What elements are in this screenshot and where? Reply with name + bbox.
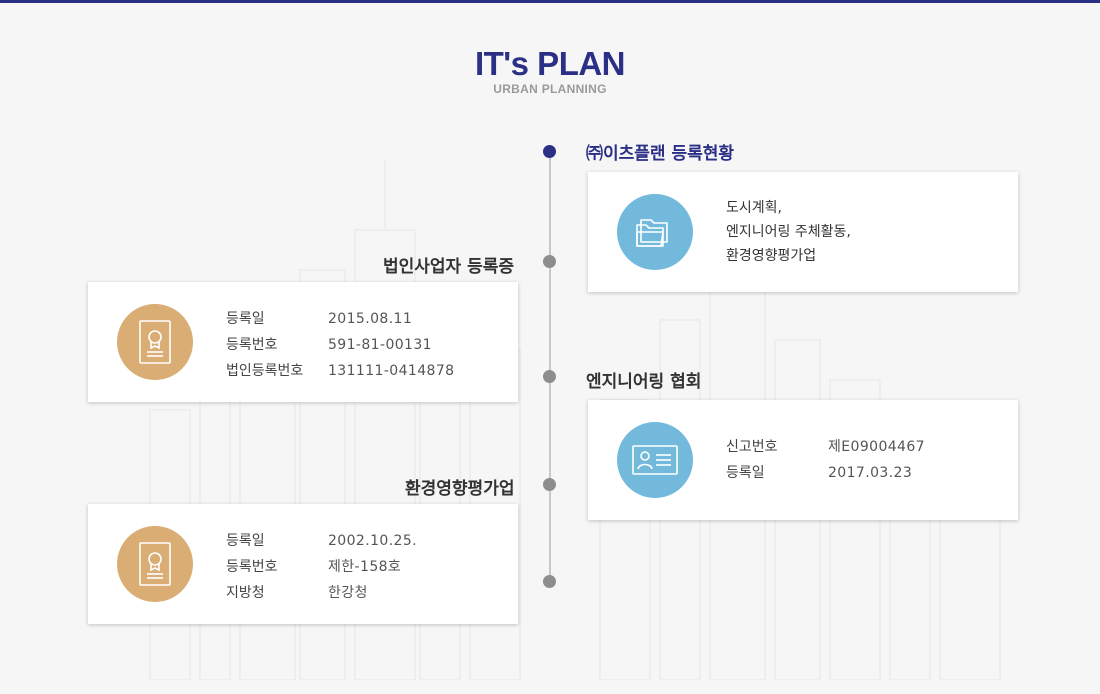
- timeline-dot-company: [543, 145, 556, 158]
- certificate-icon-badge: [117, 526, 193, 602]
- engineering-card: 신고번호 제E09004467 등록일 2017.03.23: [588, 400, 1018, 520]
- detail-label: 등록일: [226, 311, 265, 327]
- detail-value: 제한-158호: [328, 559, 402, 575]
- environment-details: 등록일 2002.10.25. 등록번호 제한-158호 지방청 한강청: [226, 528, 417, 606]
- detail-label: 등록번호: [226, 337, 278, 353]
- detail-row: 등록일 2017.03.23: [726, 460, 925, 486]
- company-activity-line: 엔지니어링 주체활동,: [726, 224, 851, 240]
- company-activity-line: 도시계획,: [726, 200, 782, 216]
- detail-value: 2002.10.25.: [328, 533, 418, 549]
- detail-row: 지방청 한강청: [226, 580, 417, 606]
- detail-label: 법인등록번호: [226, 363, 304, 379]
- detail-row: 법인등록번호 131111-0414878: [226, 358, 454, 384]
- folder-icon-badge: [617, 194, 693, 270]
- detail-value: 한강청: [328, 585, 368, 601]
- brand-subtitle: URBAN PLANNING: [493, 82, 607, 96]
- certificate-icon-badge: [117, 304, 193, 380]
- company-heading: ㈜이츠플랜 등록현황: [586, 144, 735, 164]
- environment-heading: 환경영향평가업: [405, 479, 515, 499]
- detail-value: 2015.08.11: [328, 311, 413, 327]
- detail-value: 131111-0414878: [328, 363, 455, 379]
- timeline-dot-engineering: [543, 370, 556, 383]
- environment-card: 등록일 2002.10.25. 등록번호 제한-158호 지방청 한강청: [88, 504, 518, 624]
- corporate-details: 등록일 2015.08.11 등록번호 591-81-00131 법인등록번호 131…: [226, 306, 454, 384]
- engineering-details: 신고번호 제E09004467 등록일 2017.03.23: [726, 434, 925, 486]
- detail-label: 지방청: [226, 585, 265, 601]
- timeline-line: [549, 150, 551, 582]
- certificate-icon: [139, 542, 171, 586]
- company-activities: 도시계획, 엔지니어링 주체활동, 환경영향평가업: [726, 196, 851, 268]
- detail-value: 591-81-00131: [328, 337, 432, 353]
- detail-value: 2017.03.23: [828, 465, 913, 481]
- detail-row: 등록일 2015.08.11: [226, 306, 454, 332]
- timeline-dot-end: [543, 575, 556, 588]
- detail-label: 등록번호: [226, 559, 278, 575]
- detail-label: 신고번호: [726, 439, 778, 455]
- detail-label: 등록일: [226, 533, 265, 549]
- certificate-icon: [139, 320, 171, 364]
- timeline-dot-environment: [543, 478, 556, 491]
- engineering-heading: 엔지니어링 협회: [586, 372, 702, 392]
- corporate-card: 등록일 2015.08.11 등록번호 591-81-00131 법인등록번호 131…: [88, 282, 518, 402]
- company-card: 도시계획, 엔지니어링 주체활동, 환경영향평가업: [588, 172, 1018, 292]
- timeline-dot-corporate: [543, 255, 556, 268]
- brand-header: IT's PLAN URBAN PLANNING: [0, 44, 1100, 96]
- brand-title: IT's PLAN: [474, 45, 626, 82]
- detail-row: 등록번호 제한-158호: [226, 554, 417, 580]
- top-accent-bar: [0, 0, 1100, 3]
- corporate-heading: 법인사업자 등록증: [383, 257, 515, 277]
- id-card-icon-badge: [617, 422, 693, 498]
- folder-icon: [636, 219, 668, 247]
- detail-row: 신고번호 제E09004467: [726, 434, 925, 460]
- detail-row: 등록번호 591-81-00131: [226, 332, 454, 358]
- detail-label: 등록일: [726, 465, 765, 481]
- id-card-icon: [632, 445, 678, 475]
- company-activity-line: 환경영향평가업: [726, 248, 817, 264]
- detail-row: 등록일 2002.10.25.: [226, 528, 417, 554]
- detail-value: 제E09004467: [828, 439, 925, 455]
